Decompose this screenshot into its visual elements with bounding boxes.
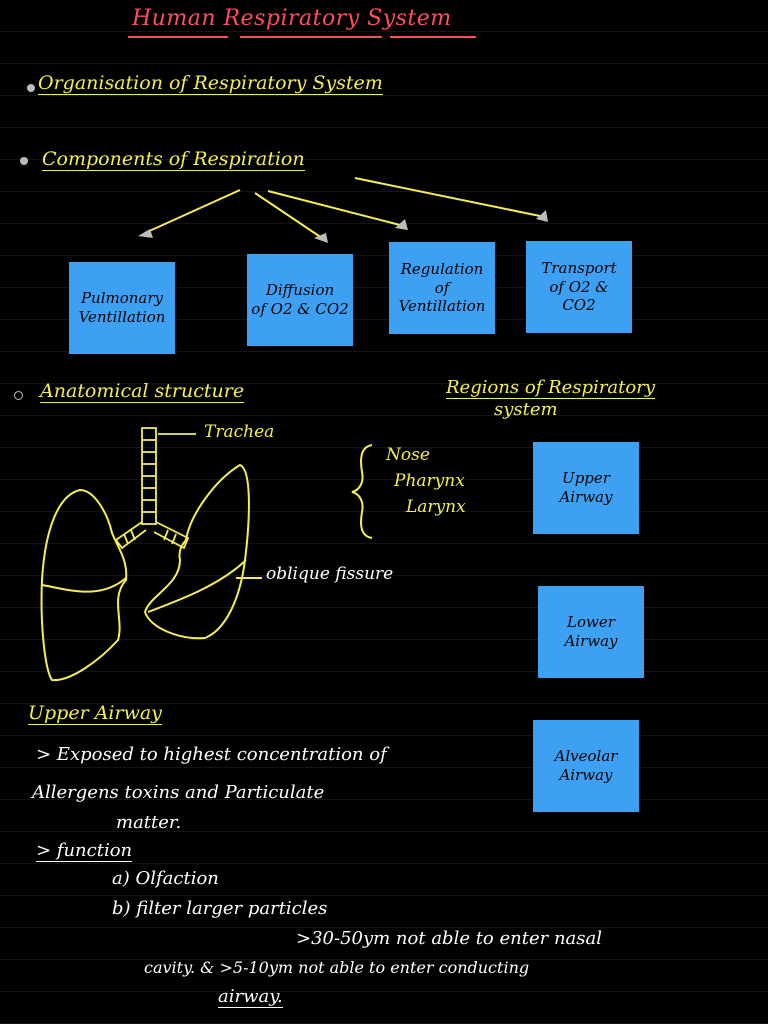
components-heading: Components of Respiration	[42, 148, 305, 171]
component-box-pulmonary: Pulmonary Ventillation	[69, 262, 175, 354]
box-line: Diffusion	[265, 281, 335, 300]
arrow-head-icon	[314, 233, 328, 243]
component-box-diffusion: Diffusion of O2 & CO2	[247, 254, 353, 346]
box-line: Airway	[564, 632, 618, 650]
title-underline-2	[240, 36, 382, 38]
left-bronchus	[114, 521, 147, 550]
upper-airway-heading: Upper Airway	[28, 702, 162, 725]
box-line: Airway	[559, 766, 613, 784]
right-lung	[143, 463, 250, 640]
brace-icon	[351, 444, 373, 539]
component-box-transport: Transport of O2 & CO2	[526, 241, 632, 333]
title-underline-1	[128, 36, 228, 38]
list-item-nose: Nose	[386, 445, 430, 465]
function-a: a) Olfaction	[112, 868, 219, 889]
box-line: Ventillation	[398, 297, 486, 316]
box-line: Pulmonary	[80, 289, 164, 308]
list-item-pharynx: Pharynx	[394, 471, 465, 491]
lungs-drawing	[40, 463, 262, 682]
box-line: of O2 & CO2	[251, 300, 349, 318]
box-line: Lower	[567, 613, 615, 632]
label-oblique-fissure: oblique fissure	[266, 564, 394, 584]
arrow-head-icon	[536, 210, 548, 222]
right-fissure	[147, 559, 247, 613]
box-line: of	[434, 278, 450, 297]
box-line: Alveolar	[554, 747, 618, 766]
arrow-line	[144, 189, 241, 234]
note-line-5: cavity. & >5-10ym not able to enter cond…	[144, 958, 530, 977]
note-line-3: matter.	[116, 812, 182, 833]
box-line: Transport	[541, 258, 617, 277]
arrow-heads	[138, 210, 548, 243]
left-fissure	[41, 577, 127, 593]
left-lung	[40, 488, 128, 682]
box-line: Upper	[562, 469, 610, 488]
arrow-head-icon	[395, 219, 408, 230]
arrow-line	[254, 192, 323, 239]
box-line: of O2 &	[549, 277, 609, 296]
trachea-drawing	[114, 427, 196, 550]
note-line-4: >30-50ym not able to enter nasal	[296, 928, 602, 949]
region-box-alveolar: Alveolar Airway	[533, 720, 639, 812]
box-line: Airway	[559, 488, 613, 506]
note-line-6: airway.	[218, 986, 283, 1008]
regions-heading-line2: system	[494, 399, 558, 420]
note-line-1: > Exposed to highest concentration of	[36, 744, 387, 765]
regions-heading: Regions of Respiratory system	[446, 377, 655, 420]
function-label: > function	[36, 840, 133, 862]
title-underline-3	[390, 36, 476, 38]
page-title: Human Respiratory System	[132, 6, 452, 31]
anatomical-heading: Anatomical structure	[40, 380, 245, 403]
component-box-regulation: Regulation of Ventillation	[389, 242, 495, 334]
function-b: b) filter larger particles	[112, 898, 328, 919]
bullet-ring	[14, 391, 23, 400]
bullet-dot	[20, 157, 28, 165]
upper-airway-list: Nose Pharynx Larynx	[386, 442, 466, 520]
region-box-lower: Lower Airway	[538, 586, 644, 678]
box-line: Regulation	[400, 259, 484, 278]
arrow-line	[267, 190, 401, 226]
note-line-2: Allergens toxins and Particulate	[32, 782, 325, 803]
label-trachea: Trachea	[204, 422, 275, 442]
region-box-upper: Upper Airway	[533, 442, 639, 534]
list-item-larynx: Larynx	[406, 497, 466, 517]
arrow-head-icon	[138, 229, 153, 238]
organisation-heading: Organisation of Respiratory System	[38, 72, 383, 95]
box-line: CO2	[562, 296, 596, 315]
bullet-dot	[27, 84, 35, 92]
component-arrows	[144, 177, 541, 239]
regions-heading-line1: Regions of Respiratory	[446, 377, 655, 399]
right-bronchus	[153, 521, 190, 550]
box-line: Ventillation	[78, 308, 166, 326]
arrow-line	[354, 177, 541, 217]
